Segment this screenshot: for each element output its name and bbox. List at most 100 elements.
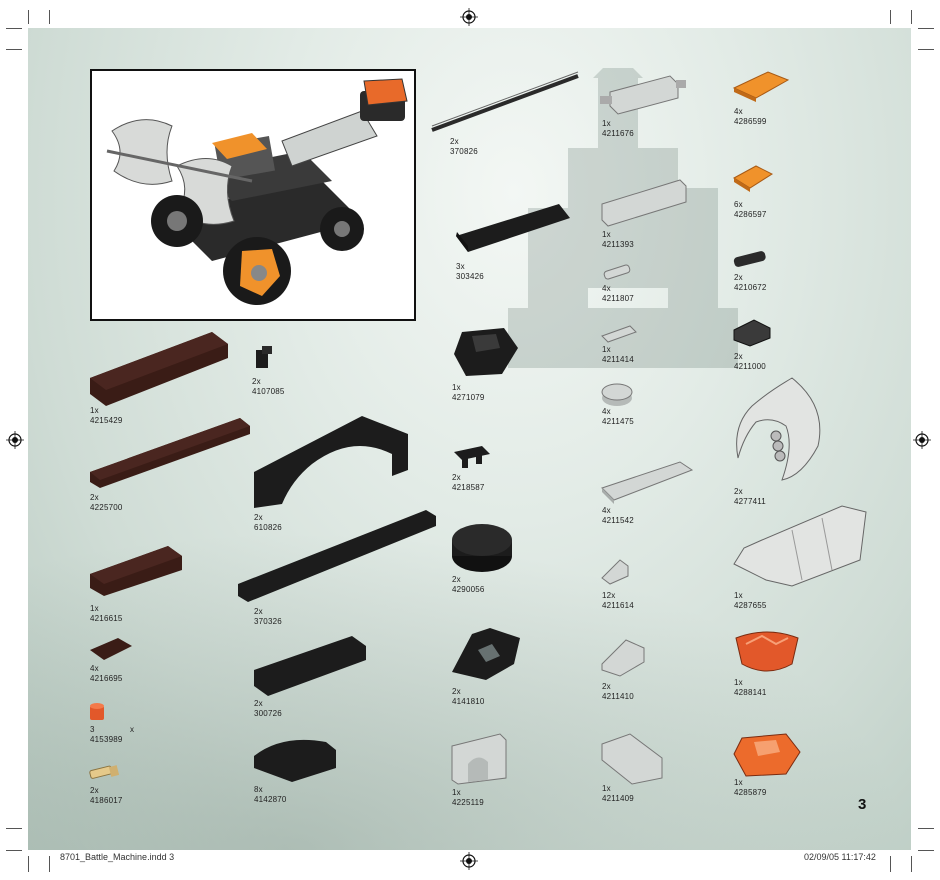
part-quantity: 2x [452, 473, 461, 482]
part-image-4107085 [252, 344, 274, 370]
part-quantity: 4x [734, 107, 743, 116]
part-image-4211676 [600, 70, 686, 116]
battle-machine-model-icon [106, 78, 408, 305]
part-image-4211475 [600, 380, 634, 408]
part-quantity: 2x [734, 487, 743, 496]
part-number: 4285879 [734, 788, 767, 797]
part-number: 4225700 [90, 503, 123, 512]
part-image-4225119 [450, 732, 508, 786]
part-number: 4216695 [90, 674, 123, 683]
registration-mark-icon [460, 8, 478, 26]
part-number: 4286597 [734, 210, 767, 219]
part-number: 4107085 [252, 387, 285, 396]
part-number: 4288141 [734, 688, 767, 697]
part-image-4288141 [732, 624, 802, 676]
part-image-4285879 [732, 730, 802, 778]
part-quantity: 1x [734, 778, 743, 787]
file-name-slug: 8701_Battle_Machine.indd 3 [60, 852, 175, 862]
part-number: 4141810 [452, 697, 485, 706]
part-image-4211807 [602, 262, 632, 282]
part-quantity: 2x [734, 352, 743, 361]
part-number: 4211676 [602, 129, 634, 138]
part-quantity: 2x [254, 607, 263, 616]
part-number: 4211409 [602, 794, 634, 803]
part-image-4218587 [452, 444, 492, 470]
crop-mark [6, 28, 22, 29]
part-number: 4218587 [452, 483, 485, 492]
part-number: 4211614 [602, 601, 634, 610]
part-quantity: 3x [456, 262, 465, 271]
part-image-4211414 [600, 322, 638, 346]
part-image-370826 [430, 71, 580, 132]
part-quantity: 4x [602, 506, 611, 515]
page-number: 3 [858, 796, 867, 813]
part-number: 4216615 [90, 614, 123, 623]
part-number: 370826 [450, 147, 478, 156]
crop-mark [49, 10, 50, 24]
part-quantity: 2x [450, 137, 459, 146]
part-image-4153989 [88, 700, 106, 722]
part-image-4216695 [88, 634, 134, 662]
background-haze [28, 530, 911, 850]
part-image-610826 [252, 414, 410, 510]
part-number: 4211542 [602, 516, 634, 525]
registration-mark-icon [460, 852, 478, 870]
part-image-4287655 [732, 500, 868, 588]
part-number: 4210672 [734, 283, 767, 292]
part-number: 303426 [456, 272, 484, 281]
part-quantity: 2x [254, 513, 263, 522]
part-image-4215429 [88, 330, 230, 408]
crop-mark [918, 28, 934, 29]
part-image-4211000 [732, 316, 772, 348]
part-quantity: 2x [602, 682, 611, 691]
part-quantity: 1x [602, 784, 611, 793]
part-image-4211393 [600, 178, 688, 228]
crop-mark [911, 856, 912, 872]
part-image-4290056 [450, 522, 514, 574]
part-number: 610826 [254, 523, 282, 532]
part-quantity: 4x [602, 284, 611, 293]
part-number: 4225119 [452, 798, 484, 807]
page-background [28, 28, 911, 850]
part-quantity: 4x [602, 407, 611, 416]
part-quantity: 1x [602, 230, 611, 239]
part-image-4211614 [600, 556, 630, 586]
part-number: 4287655 [734, 601, 767, 610]
part-image-4210672 [732, 250, 768, 270]
crop-mark [890, 10, 891, 24]
part-number: 4211414 [602, 355, 634, 364]
part-number: 4271079 [452, 393, 485, 402]
part-quantity: 2x [252, 377, 261, 386]
part-image-4277411 [732, 376, 832, 482]
part-image-4225700 [88, 416, 252, 492]
part-quantity: 1x [602, 119, 611, 128]
part-quantity: 2x [90, 493, 99, 502]
part-quantity: 2x [452, 575, 461, 584]
crop-mark [49, 856, 50, 872]
part-image-303426 [454, 202, 572, 254]
part-quantity: 1x [452, 788, 461, 797]
part-quantity: 2x [90, 786, 99, 795]
part-quantity: 12x [602, 591, 616, 600]
part-number: 4211807 [602, 294, 634, 303]
part-number: 4277411 [734, 497, 766, 506]
part-quantity-suffix: x [130, 725, 135, 734]
part-quantity: 8x [254, 785, 263, 794]
part-number: 4215429 [90, 416, 123, 425]
part-quantity: 1x [90, 604, 99, 613]
part-quantity: 2x [734, 273, 743, 282]
part-image-4211542 [600, 460, 694, 506]
part-image-300726 [252, 634, 368, 698]
part-image-4286597 [732, 160, 774, 194]
part-image-4286599 [732, 68, 790, 102]
crop-mark [918, 828, 934, 829]
part-quantity: 3 [90, 725, 95, 734]
part-image-4216615 [88, 544, 184, 598]
part-number: 4211393 [602, 240, 634, 249]
part-quantity: 2x [254, 699, 263, 708]
part-quantity: 4x [90, 664, 99, 673]
crop-mark [6, 828, 22, 829]
part-number: 4211475 [602, 417, 634, 426]
crop-mark [6, 850, 22, 851]
part-number: 4186017 [90, 796, 123, 805]
